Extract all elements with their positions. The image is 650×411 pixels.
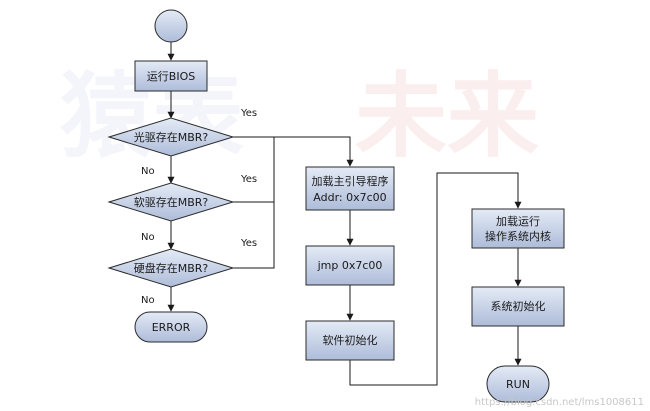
system-init-box	[471, 286, 565, 327]
system-init-label: 系统初始化	[491, 299, 546, 313]
edge-label-no-disk: No	[141, 295, 155, 306]
disk-mbr-label: 硬盘存在MBR?	[134, 261, 209, 275]
background-mark-right: 未来	[355, 63, 539, 170]
error-label: ERROR	[152, 321, 191, 334]
run-label: RUN	[506, 378, 530, 391]
jmp-box	[305, 245, 395, 286]
edge-label-no-optical: No	[141, 166, 155, 177]
load-mbr-label-line2: Addr: 0x7c00	[313, 191, 386, 204]
floppy-mbr-label: 软驱存在MBR?	[134, 195, 209, 209]
run-bios-label: 运行BIOS	[147, 70, 195, 83]
disk-mbr-decision	[107, 248, 235, 288]
edge-software-init-to-kernel	[349, 172, 522, 386]
optical-mbr-decision	[107, 117, 235, 157]
edge-optical-yes-to-load	[233, 136, 354, 167]
edge-label-no-floppy: No	[141, 232, 155, 243]
load-kernel-label-line2: 操作系统内核	[485, 229, 551, 243]
optical-mbr-label: 光驱存在MBR?	[134, 130, 209, 144]
error-terminal	[134, 311, 208, 343]
load-mbr-box	[305, 166, 395, 211]
floppy-mbr-decision	[107, 182, 235, 222]
start-node	[154, 9, 188, 43]
edge-label-yes-optical: Yes	[240, 108, 257, 119]
load-mbr-label-line1: 加载主引导程序	[312, 174, 389, 188]
edge-disk-yes-merge	[233, 202, 275, 269]
edge-label-yes-disk: Yes	[240, 238, 257, 249]
load-kernel-box	[471, 208, 565, 249]
run-terminal	[486, 365, 550, 403]
software-init-label: 软件初始化	[323, 333, 378, 347]
software-init-box	[305, 320, 395, 361]
csdn-watermark: https://blog.csdn.net/lms1008611	[475, 397, 644, 408]
connectors	[167, 42, 522, 386]
edge-label-yes-floppy: Yes	[240, 174, 257, 185]
load-kernel-label-line1: 加载运行	[496, 215, 540, 228]
jmp-label: jmp 0x7c00	[317, 259, 383, 272]
run-bios-box	[134, 60, 208, 92]
